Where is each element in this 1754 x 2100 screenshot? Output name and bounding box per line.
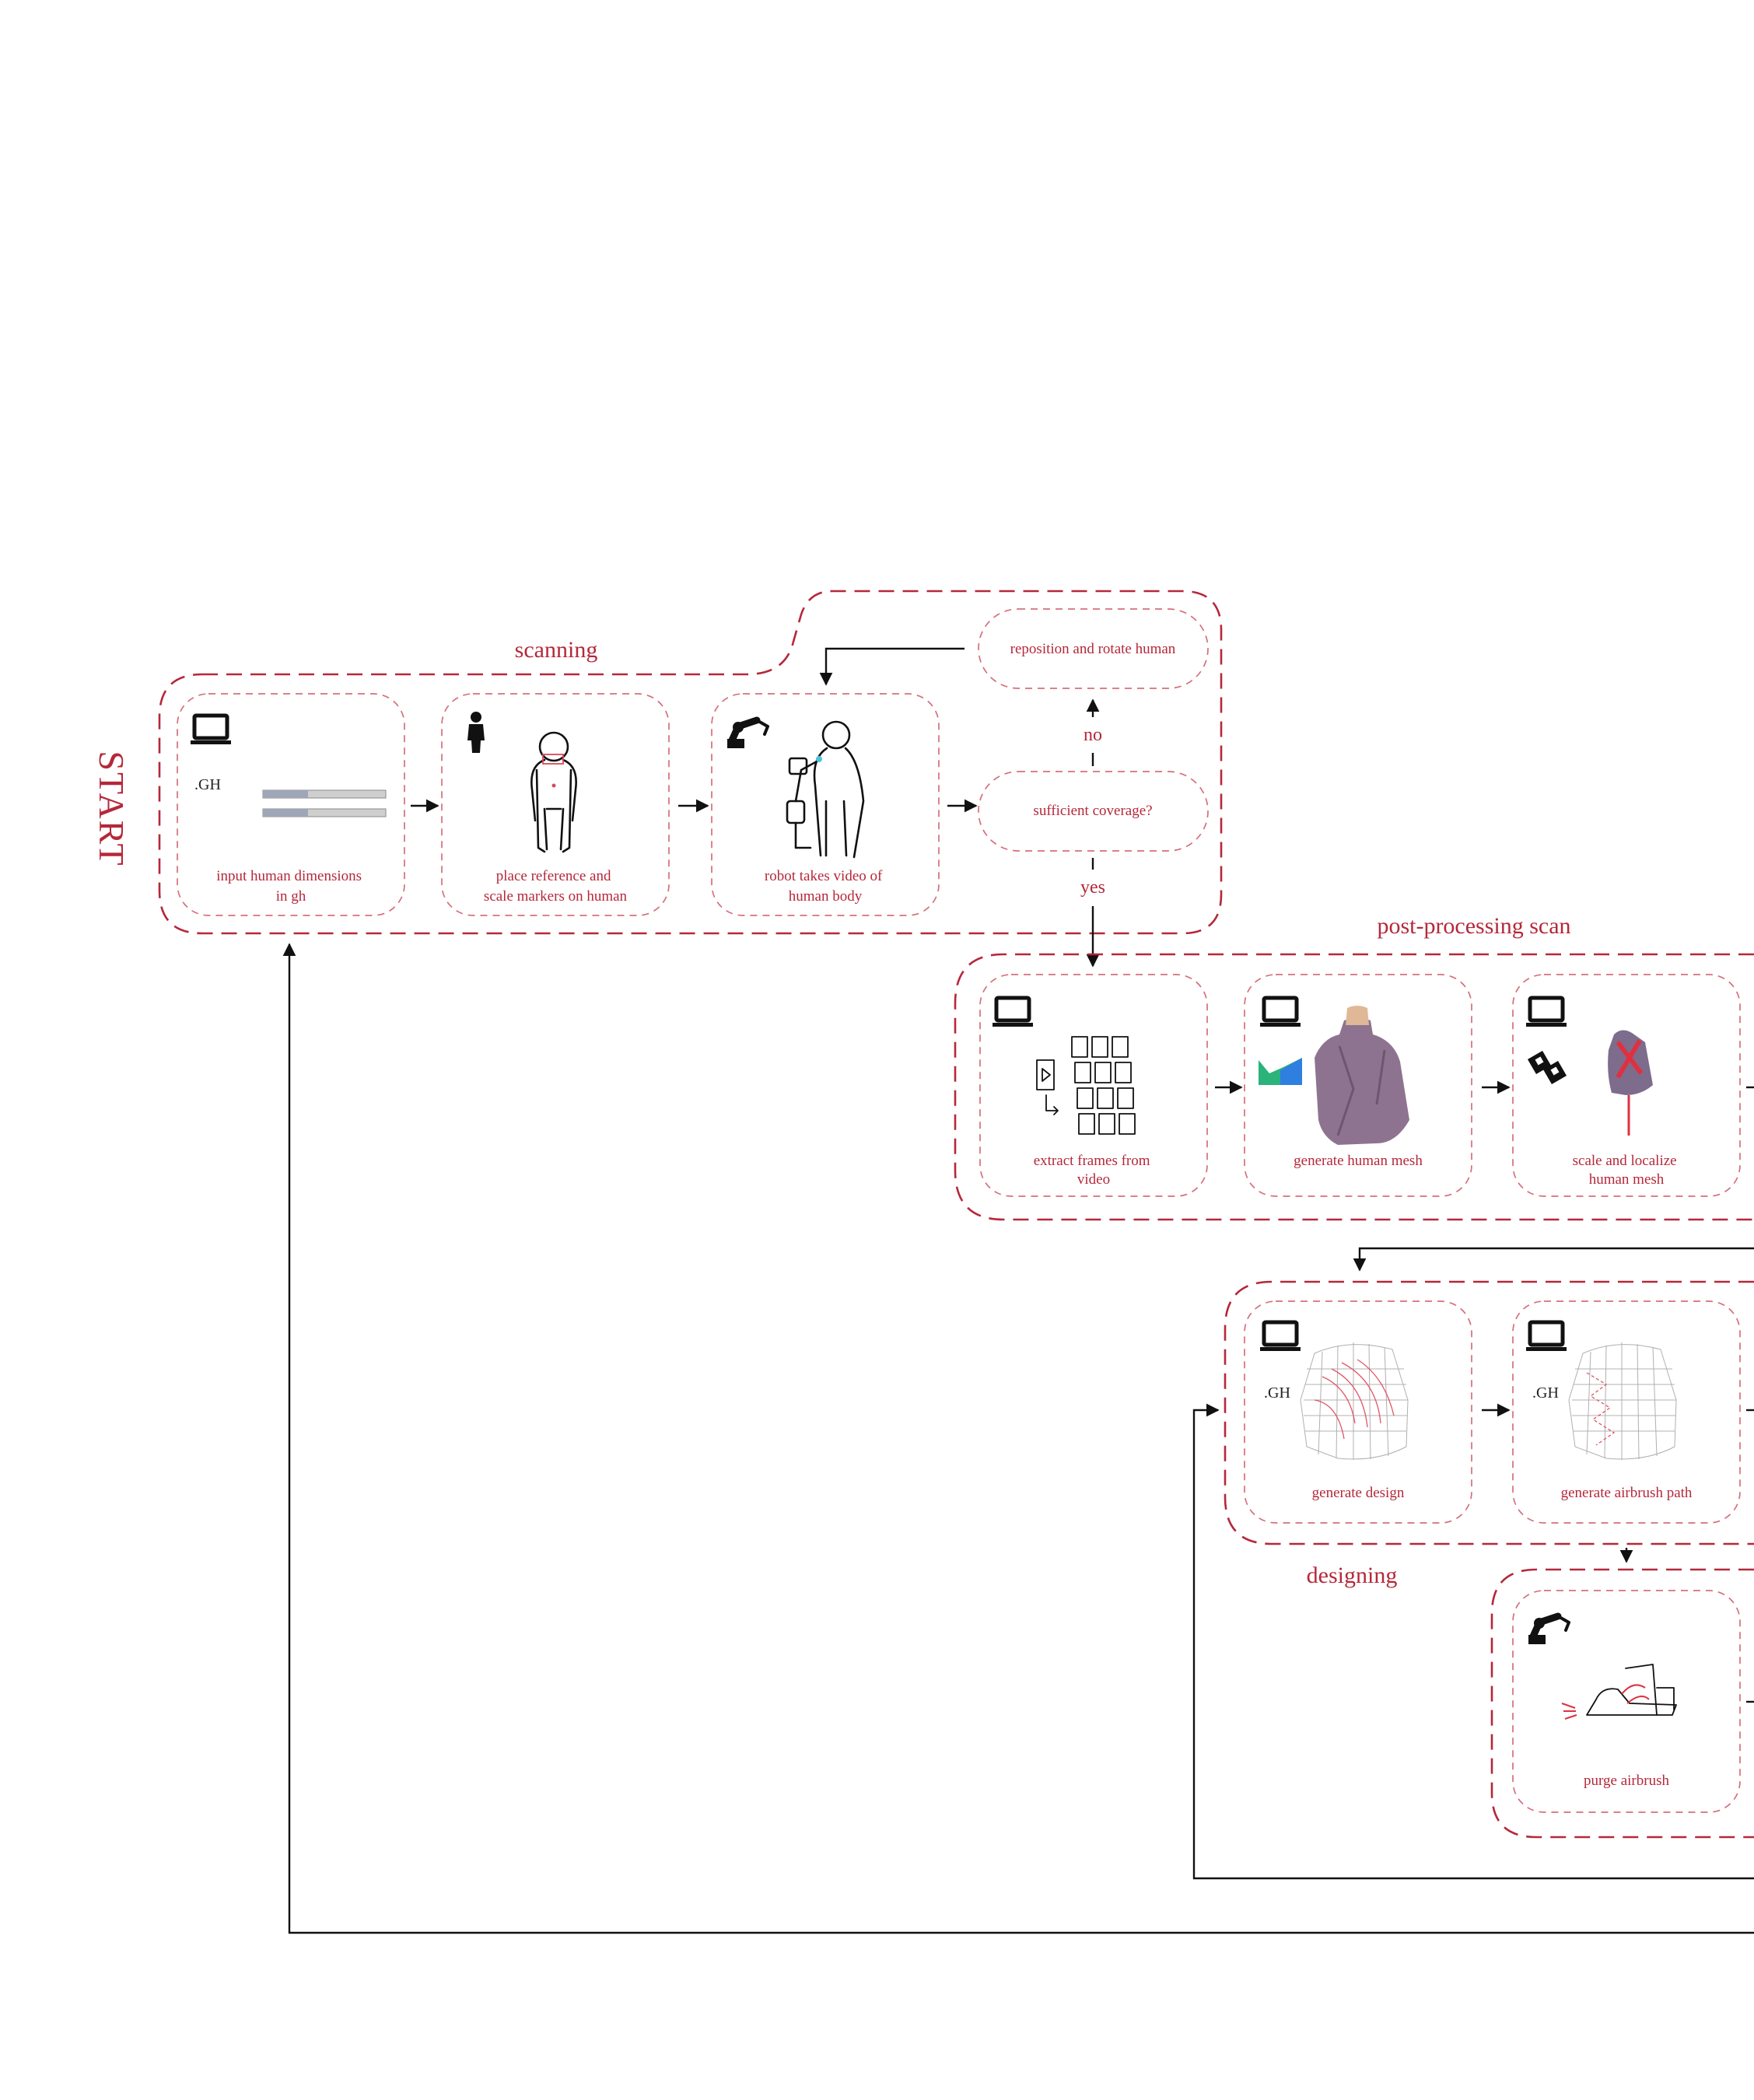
step-reposition-box bbox=[978, 608, 1209, 689]
fabrication-group-boundary bbox=[1490, 1568, 1754, 1839]
person-icon bbox=[467, 712, 485, 753]
human-mesh-photo bbox=[1315, 1006, 1409, 1145]
step-reposition-label: reposition and rotate human bbox=[1010, 641, 1176, 657]
step-place-markers-box bbox=[441, 693, 670, 916]
decision-coverage-box bbox=[978, 771, 1209, 852]
post-processing-group-boundary bbox=[954, 953, 1754, 1221]
mesh-software-icon bbox=[1259, 1058, 1302, 1085]
step-extract-frames-box bbox=[979, 974, 1208, 1197]
designing-group-title: designing bbox=[1307, 1563, 1398, 1588]
step-generate-path-box bbox=[1512, 1300, 1741, 1524]
step-input-dimensions-label: input human dimensions in gh bbox=[216, 868, 366, 905]
start-label: START bbox=[92, 751, 131, 866]
design-mesh-image bbox=[1300, 1342, 1409, 1460]
step-robot-video-label: robot takes video of human body bbox=[765, 868, 886, 905]
airbrush-path-mesh-image bbox=[1568, 1342, 1677, 1460]
human-figure-drawing bbox=[530, 731, 577, 853]
step-generate-mesh-label: generate human mesh bbox=[1294, 1153, 1423, 1169]
no-label: no bbox=[1084, 725, 1102, 745]
aruco-marker-icon bbox=[1527, 1050, 1567, 1085]
step-purge-label: purge airbrush bbox=[1584, 1773, 1669, 1789]
gh-tag-input: .GH bbox=[194, 776, 221, 793]
reference-marker bbox=[542, 754, 564, 765]
step-scale-localize-label: scale and localize human mesh bbox=[1573, 1153, 1681, 1188]
airbrush-icon bbox=[1561, 1664, 1677, 1720]
parameter-sliders bbox=[262, 789, 387, 817]
gh-tag-design: .GH bbox=[1264, 1384, 1290, 1402]
step-generate-design-box bbox=[1244, 1300, 1472, 1524]
arrow-into-designing bbox=[1353, 1247, 1754, 1272]
loop-back-to-start bbox=[282, 943, 1754, 1934]
step-purge-box bbox=[1512, 1590, 1741, 1813]
video-frames-icon bbox=[1036, 1036, 1136, 1135]
gh-tag-path: .GH bbox=[1532, 1384, 1559, 1402]
robot-scanning-drawing bbox=[786, 720, 865, 859]
step-place-markers-label: place reference and scale markers on hum… bbox=[484, 868, 628, 905]
camera-lens bbox=[816, 756, 822, 762]
step-extract-frames-label: extract frames from video bbox=[1034, 1153, 1154, 1188]
step-input-dimensions-box bbox=[177, 693, 405, 916]
scanning-group-title: scanning bbox=[515, 637, 598, 663]
step-generate-path-label: generate airbrush path bbox=[1561, 1485, 1693, 1501]
decision-coverage-label: sufficient coverage? bbox=[1033, 803, 1152, 819]
loop-back-to-designing bbox=[1192, 1403, 1754, 1880]
step-generate-design-label: generate design bbox=[1312, 1485, 1405, 1501]
yes-label: yes bbox=[1080, 877, 1105, 898]
localized-mesh-image bbox=[1608, 1030, 1653, 1136]
scale-marker bbox=[551, 783, 556, 788]
designing-group-boundary bbox=[1224, 1280, 1754, 1545]
post-processing-group-title: post-processing scan bbox=[1377, 913, 1570, 939]
scanning-group-boundary bbox=[158, 590, 1223, 935]
arrow-reposition-to-robot bbox=[819, 647, 965, 686]
